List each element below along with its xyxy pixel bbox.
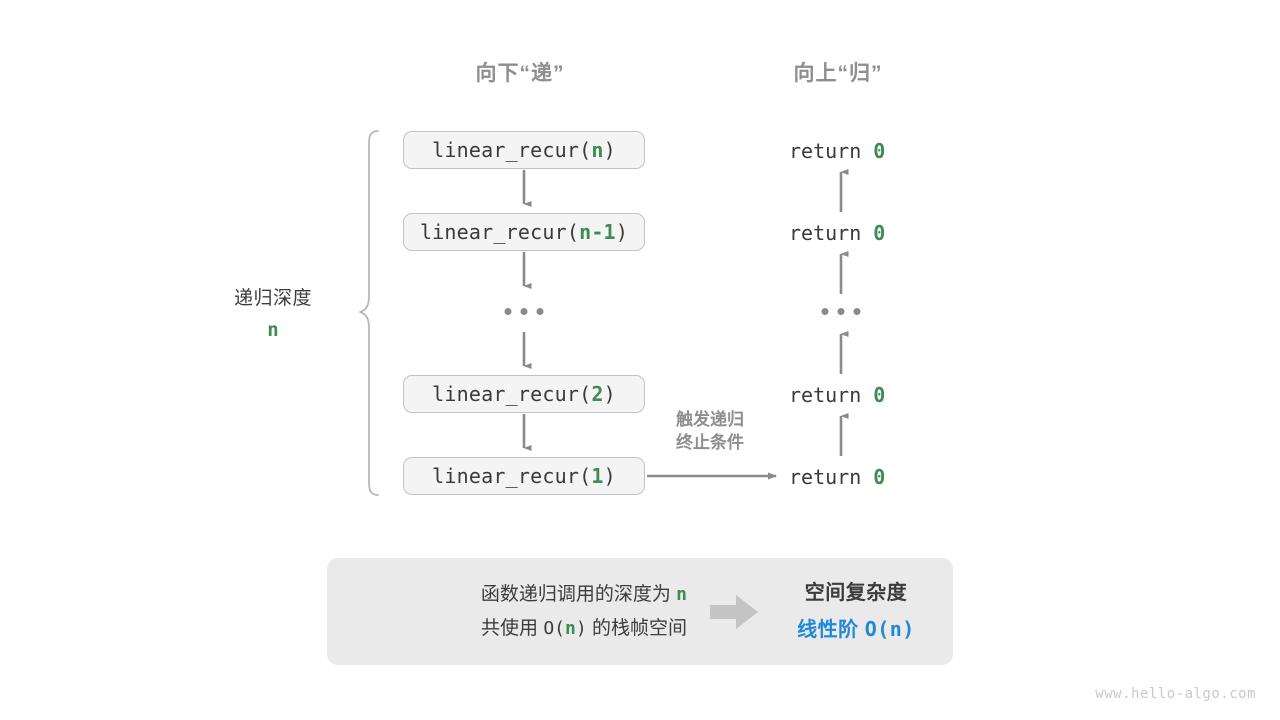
- call-frame-suffix: ): [603, 464, 616, 488]
- base-case-note-line1: 触发递归: [676, 410, 744, 429]
- recursion-depth-label: 递归深度 n: [234, 283, 312, 341]
- return-keyword: return: [789, 465, 862, 489]
- complexity-summary-panel: 函数递归调用的深度为 n 共使用 O(n) 的栈帧空间 空间复杂度 线性阶 O(…: [327, 558, 953, 665]
- call-frame-prefix: linear_recur(: [419, 220, 580, 244]
- summary-line2-var: n: [565, 617, 576, 639]
- base-case-note: 触发递归 终止条件: [676, 409, 744, 455]
- return-value: 0: [873, 465, 886, 489]
- summary-line-1: 函数递归调用的深度为 n: [327, 578, 687, 611]
- return-value: 0: [873, 139, 886, 163]
- call-frame-arg: n-1: [579, 220, 616, 244]
- recursion-depth-value: n: [267, 319, 279, 341]
- call-frame-prefix: linear_recur(: [432, 138, 592, 162]
- summary-line2-bigo-close: ): [575, 617, 587, 639]
- summary-description: 函数递归调用的深度为 n 共使用 O(n) 的栈帧空间: [327, 578, 699, 645]
- call-frame-suffix: ): [615, 220, 629, 244]
- call-frame-box[interactable]: linear_recur(1): [403, 457, 645, 495]
- return-keyword: return: [789, 383, 862, 407]
- call-frame-prefix: linear_recur(: [432, 464, 592, 488]
- order-name: 线性阶: [797, 619, 859, 641]
- call-stack-ellipsis-icon: [504, 308, 544, 315]
- summary-line2-tail: 的栈帧空间: [591, 617, 687, 639]
- call-frame-box[interactable]: linear_recur(2): [403, 375, 645, 413]
- summary-line1-text: 函数递归调用的深度为: [480, 584, 671, 606]
- space-complexity-title: 空间复杂度: [804, 582, 908, 604]
- return-value: 0: [873, 383, 886, 407]
- call-frame-prefix: linear_recur(: [432, 382, 592, 406]
- call-frame-box[interactable]: linear_recur(n): [403, 131, 645, 169]
- return-keyword: return: [789, 139, 862, 163]
- call-frame-arg: 2: [591, 382, 604, 406]
- column-header-ascend: 向上“归”: [793, 62, 883, 85]
- space-complexity-order: 线性阶 O(n): [769, 613, 943, 646]
- call-frame-arg: 1: [591, 464, 604, 488]
- summary-line2-bigo-open: O(: [543, 617, 566, 639]
- order-value: O(n): [864, 617, 915, 641]
- summary-line2-text: 共使用: [481, 617, 539, 639]
- site-watermark: www.hello-algo.com: [1095, 686, 1256, 702]
- return-keyword: return: [789, 221, 862, 245]
- summary-line1-var: n: [676, 584, 687, 606]
- summary-arrow-wrap: [699, 592, 769, 632]
- return-label: return 0: [789, 383, 899, 407]
- return-value: 0: [873, 221, 886, 245]
- summary-line-2: 共使用 O(n) 的栈帧空间: [327, 612, 687, 645]
- column-header-descend: 向下“递”: [475, 62, 565, 85]
- return-stack-ellipsis-icon: [821, 308, 861, 315]
- base-case-note-line2: 终止条件: [676, 432, 744, 452]
- summary-conclusion: 空间复杂度 线性阶 O(n): [769, 577, 953, 646]
- return-label: return 0: [789, 465, 899, 489]
- call-frame-suffix: ): [603, 382, 616, 406]
- right-arrow-icon: [710, 594, 758, 629]
- call-frame-arg: n: [591, 138, 604, 162]
- recursion-depth-text: 递归深度: [233, 288, 313, 309]
- call-frame-box[interactable]: linear_recur(n-1): [403, 213, 645, 251]
- return-label: return 0: [789, 221, 899, 245]
- return-label: return 0: [789, 139, 899, 163]
- call-frame-suffix: ): [603, 138, 616, 162]
